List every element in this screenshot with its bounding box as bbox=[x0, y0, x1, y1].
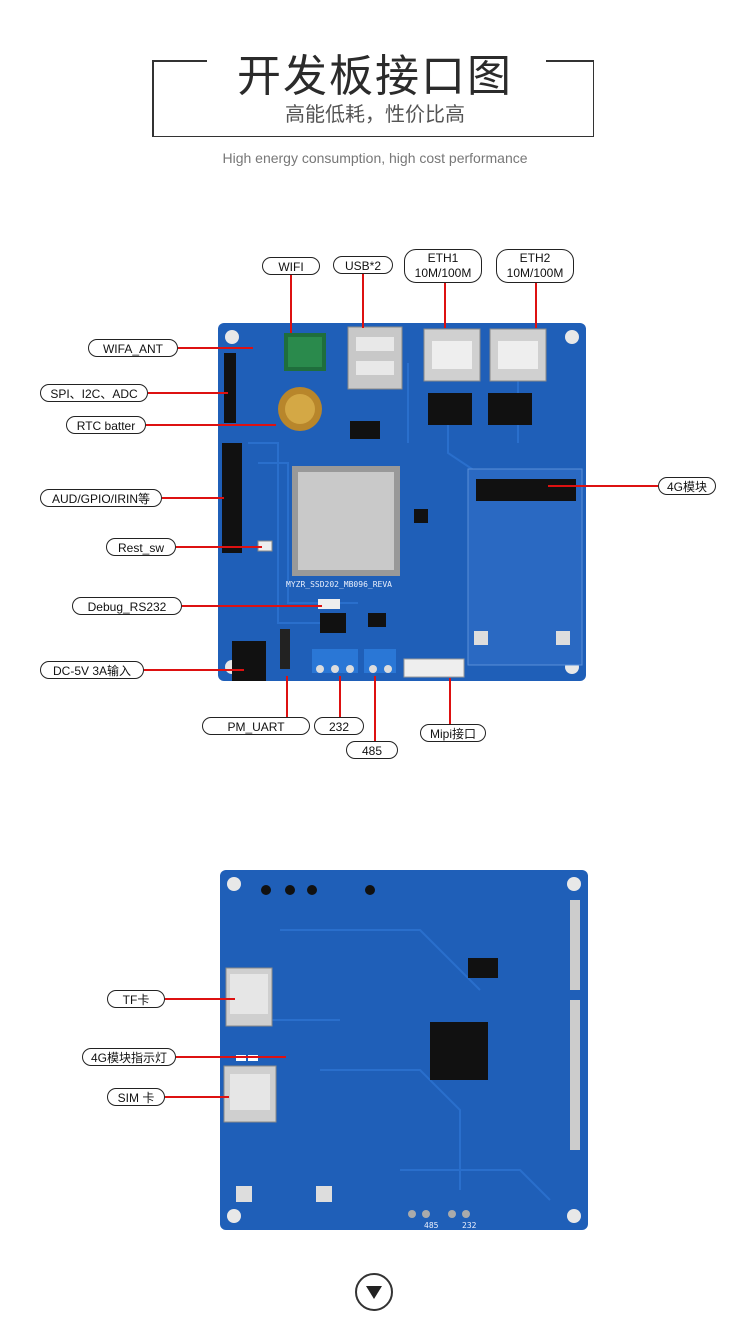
indicator-label: 4G模块指示灯 bbox=[82, 1048, 176, 1066]
chevron-down-icon bbox=[366, 1286, 382, 1299]
usb-label: USB*2 bbox=[333, 256, 393, 274]
sim-card-leader bbox=[165, 1096, 229, 1098]
pm-uart-label: PM_UART bbox=[202, 717, 310, 735]
rtc-label: RTC batter bbox=[66, 416, 146, 434]
debug-label: Debug_RS232 bbox=[72, 597, 182, 615]
tf-card-leader bbox=[165, 998, 235, 1000]
dc-leader bbox=[144, 669, 244, 671]
svg-text:MYZR_SSD202_MB096_REVA: MYZR_SSD202_MB096_REVA bbox=[286, 580, 392, 589]
page-subtitle: 高能低耗，性价比高 bbox=[285, 102, 465, 126]
frame-top-left bbox=[152, 60, 207, 62]
english-subtitle: High energy consumption, high cost perfo… bbox=[222, 150, 528, 166]
scroll-down-button[interactable] bbox=[355, 1273, 393, 1311]
wifi-label: WIFI bbox=[262, 257, 320, 275]
232-leader bbox=[339, 676, 341, 718]
frame-right bbox=[592, 60, 594, 137]
mipi-label: Mipi接口 bbox=[420, 724, 486, 742]
485-leader bbox=[374, 676, 376, 741]
spi-label: SPI、I2C、ADC bbox=[40, 384, 148, 402]
485-label: 485 bbox=[346, 741, 398, 759]
spi-leader bbox=[148, 392, 228, 394]
wifi-ant-label: WIFA_ANT bbox=[88, 339, 178, 357]
frame-left bbox=[152, 60, 154, 137]
wifi-ant-leader bbox=[178, 347, 253, 349]
eth1-leader bbox=[444, 283, 446, 328]
dc-label: DC-5V 3A输入 bbox=[40, 661, 144, 679]
usb-leader bbox=[362, 274, 364, 328]
mipi-leader bbox=[449, 678, 451, 724]
debug-leader bbox=[182, 605, 322, 607]
eth2-leader bbox=[535, 283, 537, 328]
bottom-board-image: 485 232 bbox=[220, 870, 588, 1230]
top-board-image: MYZR_SSD202_MB096_REVA bbox=[218, 323, 586, 681]
indicator-leader bbox=[176, 1056, 286, 1058]
aud-label: AUD/GPIO/IRIN等 bbox=[40, 489, 162, 507]
module-4g-leader bbox=[548, 485, 658, 487]
tf-card-label: TF卡 bbox=[107, 990, 165, 1008]
header-frame bbox=[152, 60, 594, 137]
rest-sw-label: Rest_sw bbox=[106, 538, 176, 556]
rtc-leader bbox=[146, 424, 276, 426]
frame-bottom bbox=[152, 135, 594, 137]
svg-text:485: 485 bbox=[424, 1221, 439, 1230]
module-4g-label: 4G模块 bbox=[658, 477, 716, 495]
pm-uart-leader bbox=[286, 676, 288, 718]
svg-text:232: 232 bbox=[462, 1221, 477, 1230]
aud-leader bbox=[162, 497, 224, 499]
frame-top-right bbox=[546, 60, 594, 62]
sim-card-label: SIM 卡 bbox=[107, 1088, 165, 1106]
page-title: 开发板接口图 bbox=[0, 40, 750, 104]
rest-sw-leader bbox=[176, 546, 262, 548]
wifi-leader bbox=[290, 275, 292, 333]
232-label: 232 bbox=[314, 717, 364, 735]
